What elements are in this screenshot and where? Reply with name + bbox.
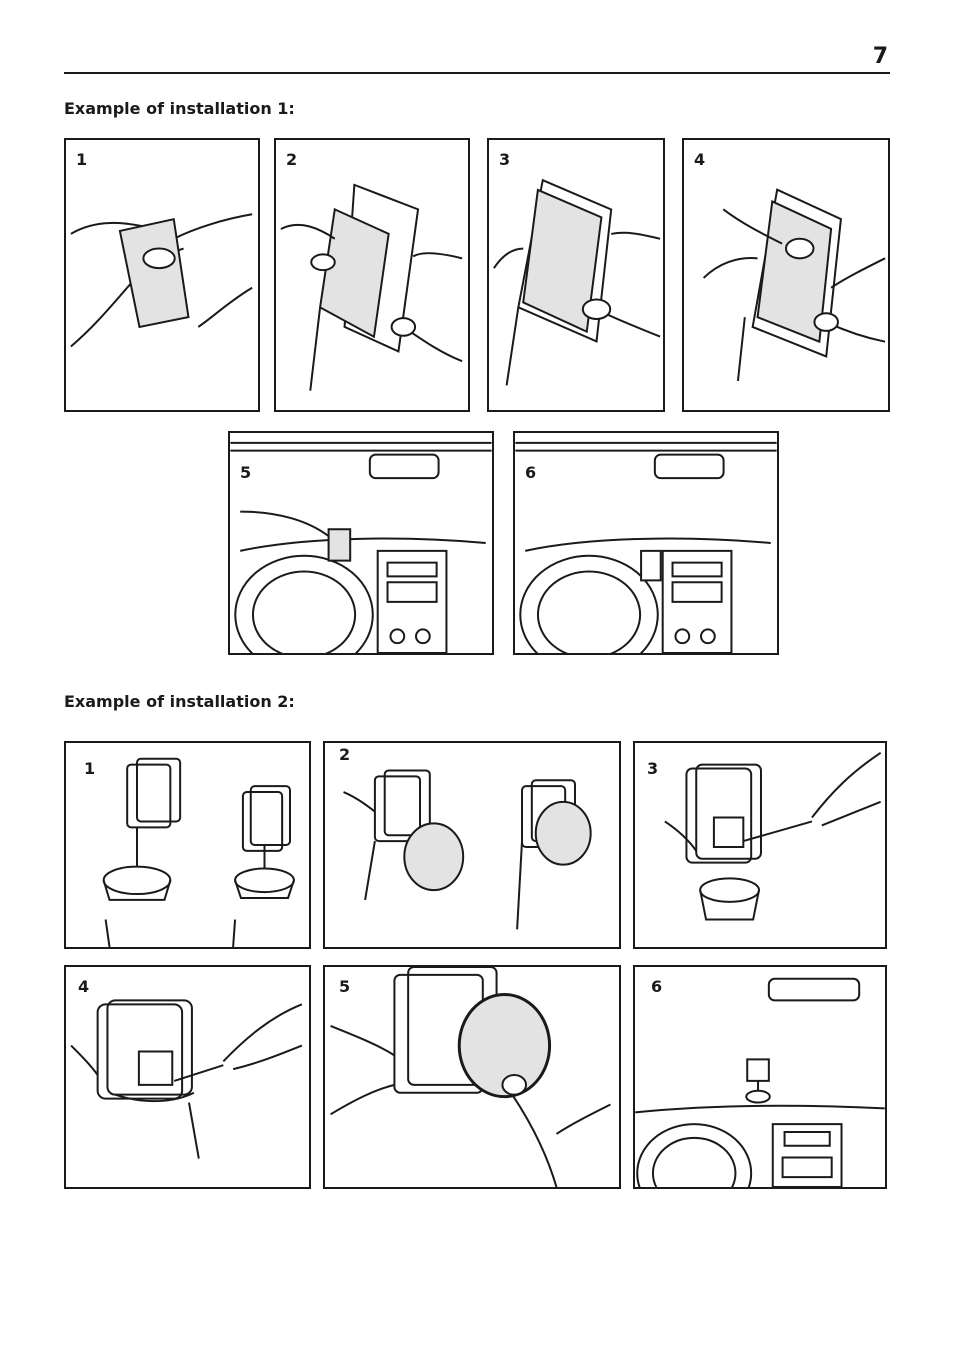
installation-2-heading: Example of installation 2:: [64, 692, 295, 711]
dashboard-installed-illustration: [515, 433, 777, 653]
inst1-step-3-panel: 3: [487, 138, 665, 412]
inst2-step-2-panel: 2: [323, 741, 621, 949]
pressing-holder-illustration: [684, 140, 888, 410]
inst2-step-5-panel: 5: [323, 965, 621, 1189]
inst1-step-1-panel: 1: [64, 138, 260, 412]
header-rule: [64, 72, 890, 74]
inst1-step-2-panel: 2: [274, 138, 470, 412]
step-number: 3: [647, 759, 659, 778]
inst1-step-5-panel: 5: [228, 431, 494, 655]
inst1-step-6-panel: 6: [513, 431, 779, 655]
step-number: 5: [240, 463, 252, 482]
step-number: 2: [339, 745, 351, 764]
windshield-installed-illustration: [635, 967, 885, 1187]
dashboard-mounting-illustration: [230, 433, 492, 653]
step-number: 6: [651, 977, 663, 996]
step-number: 1: [76, 150, 88, 169]
inst2-step-3-panel: 3: [633, 741, 887, 949]
step-number: 5: [339, 977, 351, 996]
step-number: 2: [286, 150, 298, 169]
suction-mount-holder-illustration: [66, 743, 309, 947]
screwing-holder-closeup-illustration: [66, 967, 309, 1187]
adhesive-disc-illustration: [325, 743, 619, 947]
page-number: 7: [872, 44, 888, 69]
step-number: 4: [694, 150, 706, 169]
peeling-adhesive-illustration: [66, 140, 258, 410]
step-number: 6: [525, 463, 537, 482]
pressing-disc-illustration: [325, 967, 619, 1187]
screwing-holder-illustration: [635, 743, 885, 947]
inst2-step-1-panel: 1: [64, 741, 311, 949]
holder-mounted-illustration: [489, 140, 663, 410]
step-number: 4: [78, 977, 90, 996]
step-number: 1: [84, 759, 96, 778]
inst1-step-4-panel: 4: [682, 138, 890, 412]
step-number: 3: [499, 150, 511, 169]
inst2-step-6-panel: 6: [633, 965, 887, 1189]
installation-1-heading: Example of installation 1:: [64, 99, 295, 118]
inst2-step-4-panel: 4: [64, 965, 311, 1189]
attaching-adhesive-illustration: [276, 140, 468, 410]
